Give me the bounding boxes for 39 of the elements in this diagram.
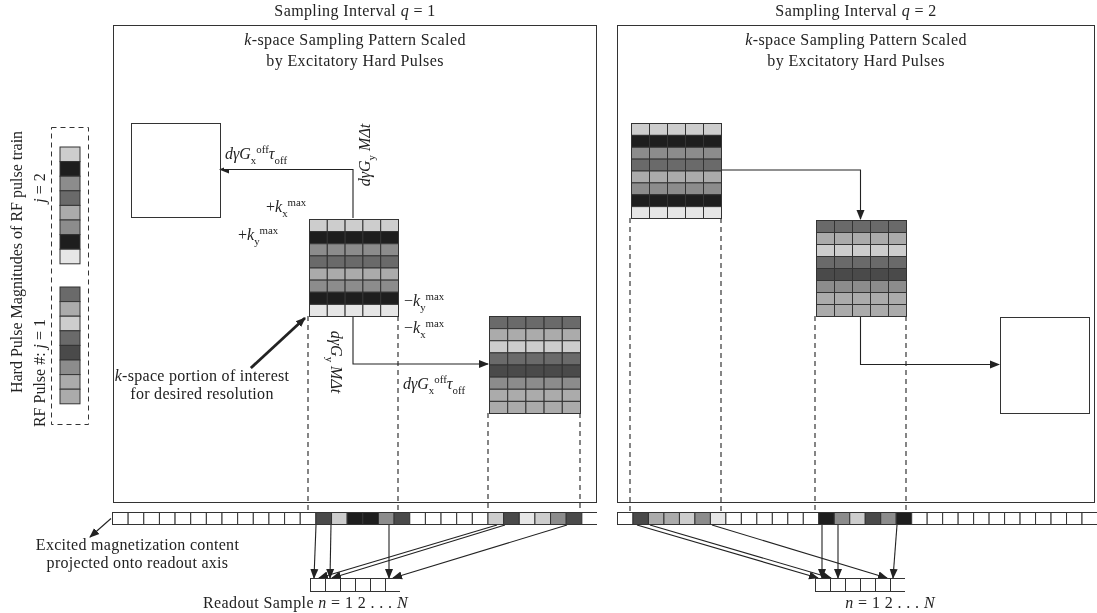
arrow [818, 524, 826, 579]
projection-line [814, 315, 816, 513]
arrow [859, 315, 1000, 369]
panel-title: Sampling Interval q = 1 [274, 2, 436, 20]
k-space-region-box [1000, 317, 1090, 414]
readout-sample-label: Readout Sample n = 1 2 . . . N [202, 594, 408, 612]
arrow [219, 165, 354, 219]
readout-sample-label: n = 1 2 . . . N [845, 594, 935, 612]
k-space-grid [489, 316, 581, 414]
axis-label: j = 2 [31, 173, 49, 203]
panel-title: Sampling Interval q = 2 [775, 2, 937, 20]
projection-line [905, 315, 907, 513]
arrow [711, 524, 888, 580]
arrow [392, 524, 568, 580]
projection-line [720, 217, 722, 513]
k-space-grid [816, 220, 907, 317]
annotation-text: Excited magnetization content projected onto readout axis [20, 536, 255, 591]
arrow [310, 524, 319, 579]
readout-axis-strip [617, 512, 1097, 525]
k-space-region-box [131, 123, 221, 218]
arrow [89, 517, 112, 538]
arrow [889, 524, 898, 579]
arrow [720, 169, 865, 220]
projection-line [629, 217, 631, 513]
projection-line [307, 315, 309, 513]
arrow [352, 315, 489, 368]
annotation-text: k-space portion of interest for desired resolution [113, 367, 291, 437]
axis-label: Hard Pulse Magnitudes of RF pulse train [8, 130, 26, 394]
arrow [249, 316, 306, 370]
panel-subtitle: k-space Sampling Pattern Scaled by Excitatory Hard Pulses [243, 30, 467, 71]
panel-subtitle: k-space Sampling Pattern Scaled by Excitatory Hard Pulses [744, 30, 968, 71]
arrow [385, 524, 393, 579]
readout-axis-strip [112, 512, 597, 525]
arrow [834, 524, 842, 579]
axis-label: RF Pulse #: j = 1 [31, 318, 49, 428]
k-space-grid [631, 123, 722, 219]
k-space-grid [309, 219, 399, 317]
projection-line [397, 315, 399, 513]
arrow [326, 524, 335, 579]
